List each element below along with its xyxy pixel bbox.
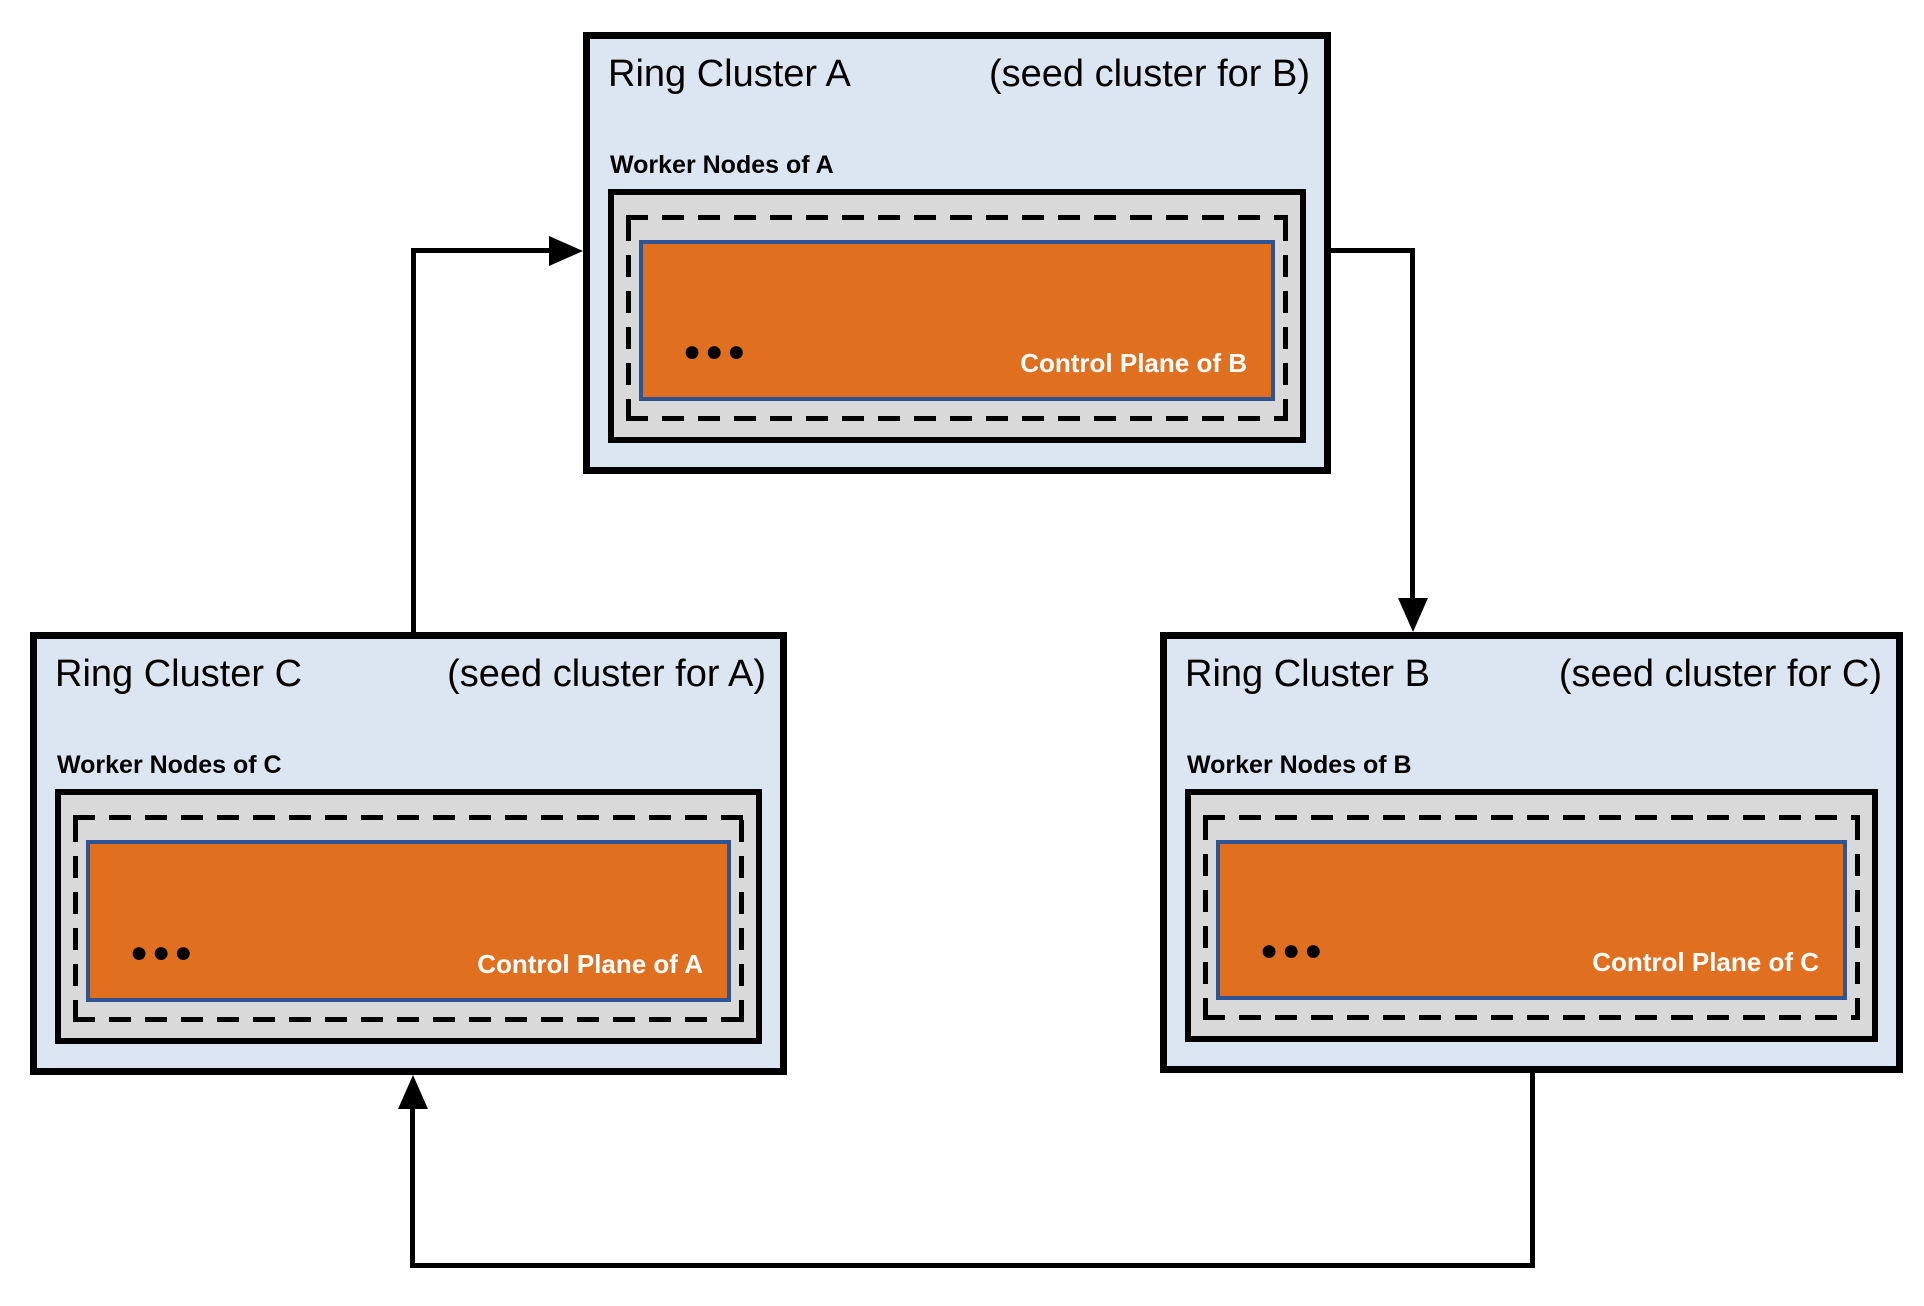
cluster-c-box: Ring Cluster C (seed cluster for A) Work… bbox=[30, 632, 787, 1075]
cluster-a-worker-nodes-box: ●●● Control Plane of B bbox=[608, 189, 1306, 443]
cluster-b-worker-nodes-label: Worker Nodes of B bbox=[1187, 751, 1412, 779]
cluster-a-title-row: Ring Cluster A (seed cluster for B) bbox=[590, 39, 1324, 97]
cluster-b-control-plane-box: ●●● Control Plane of C bbox=[1216, 840, 1847, 1000]
cluster-a-seed-note: (seed cluster for B) bbox=[989, 53, 1310, 95]
cluster-a-ellipsis-dots: ●●● bbox=[683, 335, 750, 368]
arrowhead-into-cluster-a-icon bbox=[549, 236, 583, 266]
cluster-c-title-row: Ring Cluster C (seed cluster for A) bbox=[37, 639, 780, 697]
connector-a-to-b-horizontal bbox=[1331, 248, 1415, 253]
connector-b-to-c-vertical-down bbox=[1530, 1073, 1535, 1268]
arrowhead-into-cluster-b-icon bbox=[1398, 598, 1428, 632]
cluster-c-worker-nodes-label: Worker Nodes of C bbox=[57, 751, 282, 779]
cluster-b-title-row: Ring Cluster B (seed cluster for C) bbox=[1167, 639, 1896, 697]
connector-a-to-b-vertical bbox=[1410, 248, 1415, 598]
cluster-a-title: Ring Cluster A bbox=[608, 53, 851, 95]
cluster-c-seed-note: (seed cluster for A) bbox=[447, 653, 766, 695]
cluster-a-control-plane-box: ●●● Control Plane of B bbox=[639, 240, 1275, 401]
cluster-c-dashed-frame: ●●● Control Plane of A bbox=[73, 815, 744, 1022]
cluster-b-control-plane-label: Control Plane of C bbox=[1592, 947, 1819, 977]
cluster-a-dashed-frame: ●●● Control Plane of B bbox=[626, 215, 1288, 421]
cluster-c-control-plane-label: Control Plane of A bbox=[477, 949, 703, 979]
connector-c-to-a-vertical bbox=[411, 248, 416, 632]
cluster-b-ellipsis-dots: ●●● bbox=[1260, 934, 1327, 967]
cluster-b-box: Ring Cluster B (seed cluster for C) Work… bbox=[1160, 632, 1903, 1073]
cluster-a-control-plane-label: Control Plane of B bbox=[1020, 348, 1247, 378]
cluster-c-control-plane-box: ●●● Control Plane of A bbox=[86, 840, 731, 1002]
connector-b-to-c-horizontal bbox=[410, 1263, 1535, 1268]
cluster-c-worker-nodes-box: ●●● Control Plane of A bbox=[55, 789, 762, 1044]
cluster-c-ellipsis-dots: ●●● bbox=[130, 936, 197, 969]
connector-c-to-a-horizontal bbox=[411, 248, 549, 253]
cluster-c-title: Ring Cluster C bbox=[55, 653, 303, 695]
cluster-b-worker-nodes-box: ●●● Control Plane of C bbox=[1185, 789, 1878, 1042]
cluster-a-box: Ring Cluster A (seed cluster for B) Work… bbox=[583, 32, 1331, 474]
cluster-b-seed-note: (seed cluster for C) bbox=[1558, 653, 1882, 695]
cluster-a-worker-nodes-label: Worker Nodes of A bbox=[610, 151, 834, 179]
connector-b-to-c-vertical-up bbox=[410, 1107, 415, 1263]
arrowhead-into-cluster-c-icon bbox=[398, 1075, 428, 1109]
cluster-b-dashed-frame: ●●● Control Plane of C bbox=[1203, 815, 1860, 1020]
cluster-b-title: Ring Cluster B bbox=[1185, 653, 1430, 695]
